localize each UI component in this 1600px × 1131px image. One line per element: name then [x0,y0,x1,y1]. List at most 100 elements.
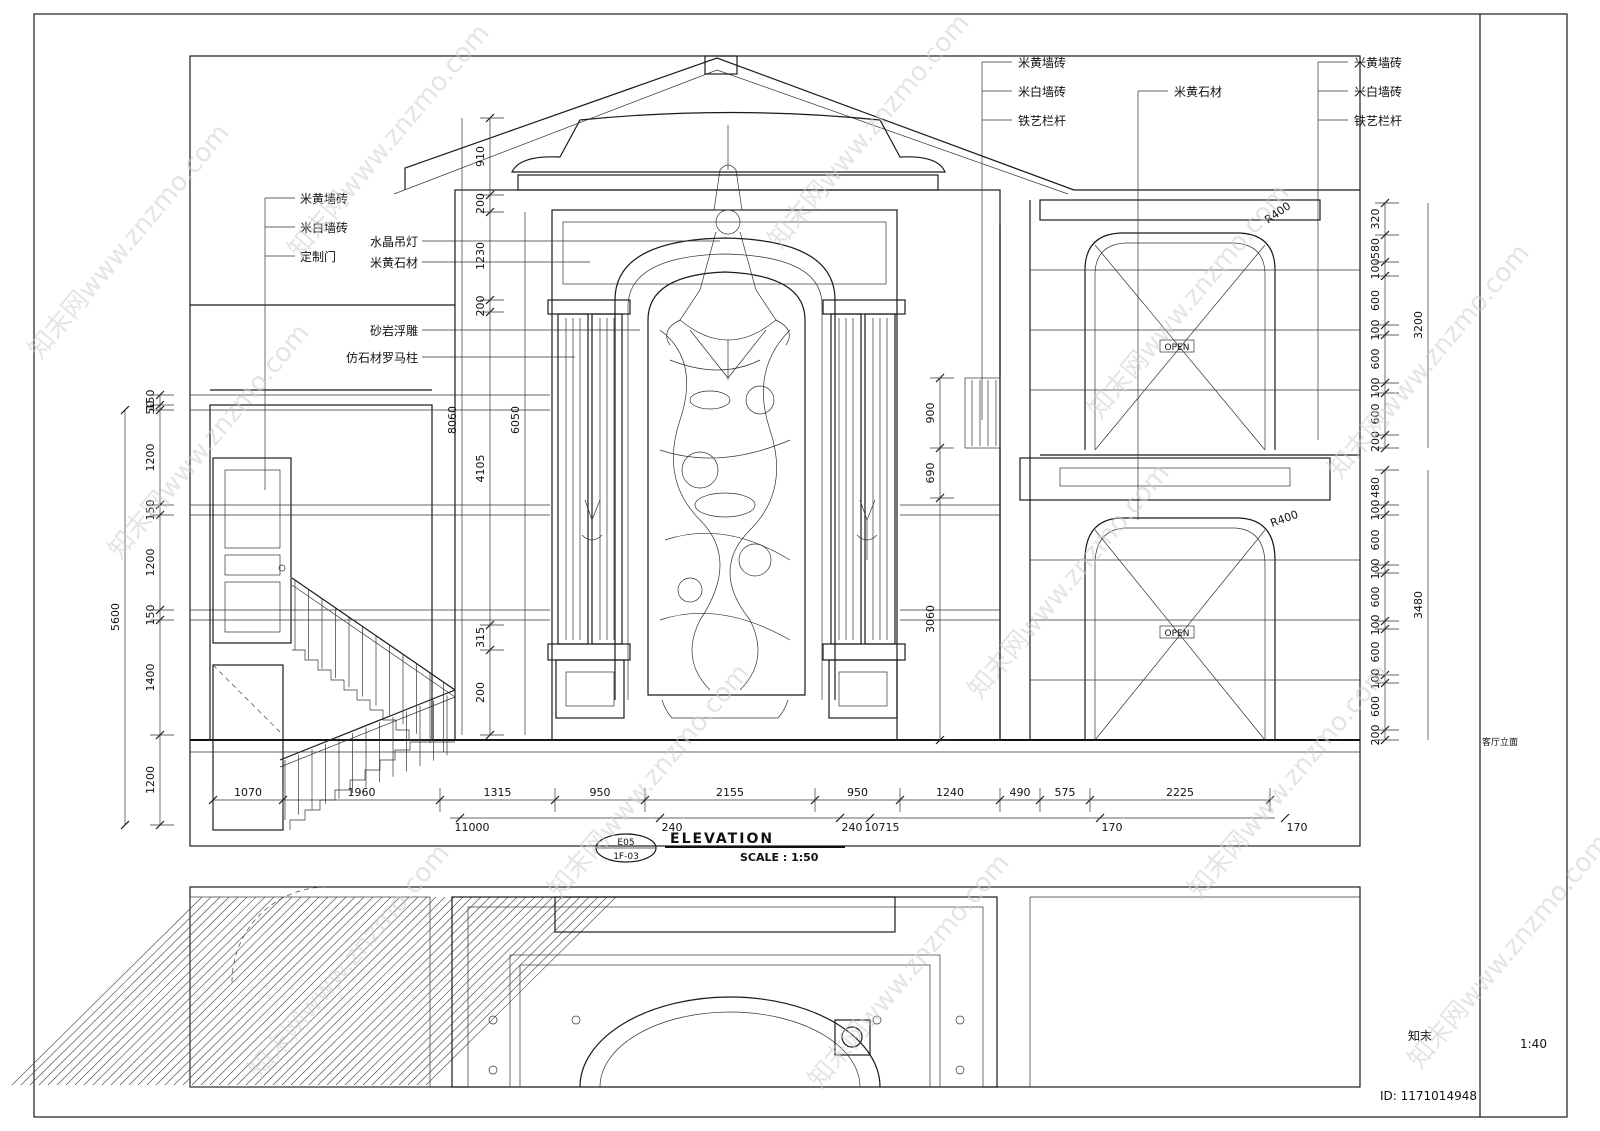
hatch-line [299,896,491,1086]
watermark-text: 知末网www.znzmo.com [242,838,455,1084]
dim-label: 2225 [1166,786,1194,799]
hatch-line [20,896,212,1086]
right-section [964,199,1360,741]
elevation-title: ELEVATION [670,831,774,847]
dim-label: 5600 [109,603,122,631]
dim-label: 600 [1369,349,1382,370]
leaders-left [264,197,295,490]
callout-center-1: 水晶吊灯 [370,235,418,249]
dim-label: 170 [1287,821,1308,834]
dimension-chains: 1505012001501200150140012005600910200123… [109,113,1429,834]
hatch-line [371,896,563,1086]
lower-handrail [279,689,456,761]
hatch-line [254,896,446,1086]
watermark-text: 知末网www.znzmo.com [962,458,1175,704]
dim-label: 600 [1369,696,1382,717]
hatch-line [101,896,293,1086]
hatch-line [416,896,608,1086]
dim-label: 11000 [455,821,490,834]
scale-ratio: 1:40 [1520,1037,1547,1051]
dim-label: 240 [662,821,683,834]
hatch-line [155,896,347,1086]
hatch-line [335,896,527,1086]
hatch-line [200,896,392,1086]
callout-center-4: 仿石材罗马柱 [346,350,418,365]
leaders-center [422,240,720,358]
relief-panel [647,271,806,696]
hatch-line [29,896,221,1086]
hatch-line [317,896,509,1086]
watermark-text: 知末网www.znzmo.com [762,8,975,254]
hatch-line [227,896,419,1086]
hatch-line [74,896,266,1086]
hatch-line [326,896,518,1086]
dim-label: 3200 [1412,311,1425,339]
dim-label: 1315 [484,786,512,799]
crystal-chandelier [666,125,790,380]
watermark-text: 知末网www.znzmo.com [22,118,235,364]
hatch-line [245,896,437,1086]
custom-door [212,457,292,644]
hatch-line [389,896,581,1086]
section-tag-top: E05 [617,838,634,848]
hatch-line [38,896,230,1086]
dim-tick [865,813,875,823]
callout-right-c-1: 米黄墙砖 [1354,55,1402,70]
dim-label: 3060 [924,605,937,633]
dim-label: 1960 [348,786,376,799]
hatch-line [353,896,545,1086]
hatch-line [173,896,365,1086]
dim-label: 1200 [144,766,157,794]
upper-handrail [291,577,456,691]
hatch-line [407,896,599,1086]
hatch-line [164,896,356,1086]
dim-label: 600 [1369,530,1382,551]
callout-right-b-1: 米黄石材 [1174,85,1222,99]
dim-label: 150 [144,390,157,411]
hatch-line [11,896,203,1086]
hatch-line [344,896,536,1086]
wall-sconces [581,499,878,560]
dim-label: 2155 [716,786,744,799]
dim-label: 100 [1369,259,1382,280]
roman-columns [547,299,906,719]
callout-left-1: 米黄墙砖 [300,191,348,206]
sandstone-relief [659,329,791,719]
dim-label: 1200 [144,549,157,577]
callout-left-3: 定制门 [300,249,336,264]
dim-label: 150 [144,500,157,521]
id-text: ID: 1171014948 [1380,1089,1477,1103]
hatch-line [65,896,257,1086]
dim-tick [1095,813,1105,823]
open-tag-upper [1159,339,1195,353]
hatch-line [263,896,455,1086]
watermark-text: 知末网www.znzmo.com [1402,828,1600,1074]
dim-left-total: 5600 [109,405,130,830]
dim-label: 8060 [446,406,459,434]
dim-label: 200 [1369,725,1382,746]
hatch-line [146,896,338,1086]
dim-label: 690 [924,463,937,484]
leaders-right-b [1137,90,1168,520]
dim-label: 900 [924,403,937,424]
hatch-line [308,896,500,1086]
dim-label: 150 [144,605,157,626]
dim-label: 3480 [1412,591,1425,619]
dim-right-upper-total: 3200 [1412,203,1429,448]
hatch-line [290,896,482,1086]
dim-label: 600 [1369,290,1382,311]
watermark-text: 知末网www.znzmo.com [1182,658,1395,904]
hatch-line [119,896,311,1086]
hatch-line [380,896,572,1086]
open-tag-lower [1159,625,1195,639]
dim-label: 100 [1369,559,1382,580]
logo-text: 知末 [1408,1029,1432,1043]
arch-outer [614,237,836,700]
left-stair-area [209,389,456,831]
dim-label: 575 [1055,786,1076,799]
frieze-panel [562,221,887,285]
